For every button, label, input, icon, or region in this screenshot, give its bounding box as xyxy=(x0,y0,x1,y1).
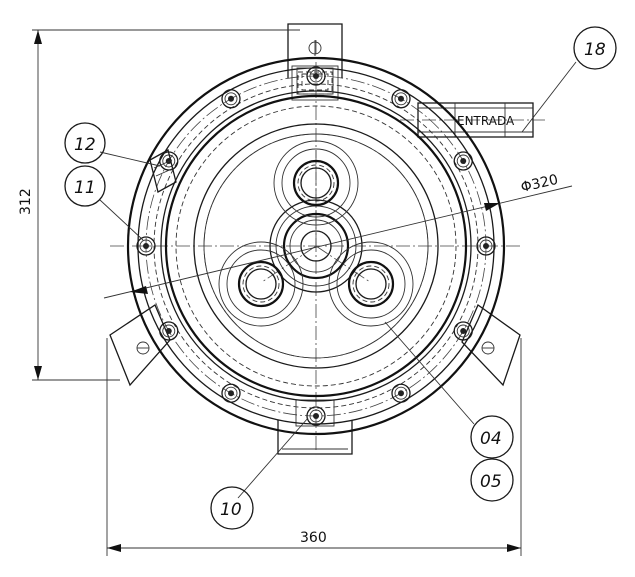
callout-04: 04 xyxy=(470,415,514,459)
bolt-icon xyxy=(391,89,411,109)
callout-11: 11 xyxy=(64,165,106,207)
bolt-icon xyxy=(476,236,496,256)
bolt-icon xyxy=(159,321,179,341)
bolt-icon xyxy=(391,383,411,403)
housing-body xyxy=(126,56,506,436)
callout-05: 05 xyxy=(470,458,514,502)
bolt-icon xyxy=(453,151,473,171)
bolt-icon xyxy=(221,383,241,403)
planet-gear-right xyxy=(328,241,414,327)
callout-leaders xyxy=(99,61,577,499)
planet-gear-left xyxy=(218,241,304,327)
planet-gear-top xyxy=(273,140,359,226)
dimension-312: 312 xyxy=(18,29,300,381)
callout-18-label: 18 xyxy=(584,40,606,60)
callout-10: 10 xyxy=(210,486,254,530)
dimension-360: 360 xyxy=(106,338,522,556)
central-hub xyxy=(269,199,363,293)
left-lug xyxy=(109,304,171,387)
callout-11-label: 11 xyxy=(74,178,96,198)
callout-05-label: 05 xyxy=(480,472,502,492)
bolt-icon xyxy=(306,406,326,426)
side-fitting xyxy=(149,149,177,193)
callout-12: 12 xyxy=(64,122,106,164)
callout-12-label: 12 xyxy=(74,135,96,155)
bolt-icon xyxy=(453,321,473,341)
centerlines xyxy=(110,40,520,450)
entrada-label: ENTRADA xyxy=(457,114,515,128)
bolt-icon xyxy=(306,66,326,86)
callout-18: 18 xyxy=(573,26,617,70)
dimension-360-label: 360 xyxy=(300,530,327,546)
top-lug xyxy=(287,23,343,101)
bolt-icon xyxy=(221,89,241,109)
dimension-312-label: 312 xyxy=(18,188,34,215)
callout-10-label: 10 xyxy=(220,500,242,520)
dimension-diameter-label: Φ320 xyxy=(519,172,559,196)
bolt-icon xyxy=(136,236,156,256)
bottom-lug xyxy=(277,399,353,455)
callout-04-label: 04 xyxy=(480,429,502,449)
bolt-circle xyxy=(136,66,496,426)
